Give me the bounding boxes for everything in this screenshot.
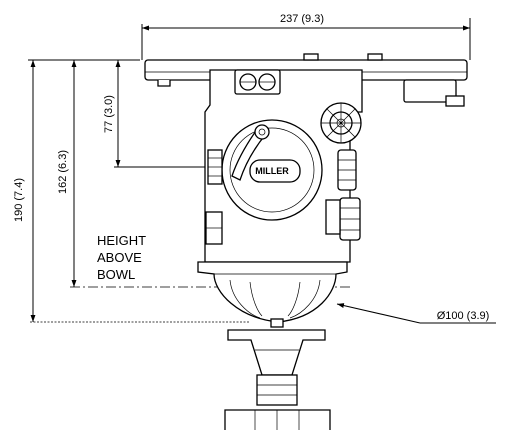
miller-logo-badge	[249, 159, 301, 183]
height-above-bowl-note: HEIGHT ABOVE BOWL	[97, 233, 146, 282]
fluid-head: MILLER	[144, 53, 468, 430]
note-line-3: BOWL	[97, 267, 135, 282]
overall-height-label: 190 (7.4)	[13, 178, 25, 222]
miller-logo: MILLER	[255, 166, 289, 176]
tilt-lock-lever	[231, 127, 267, 181]
bowl-diameter-label: Ø100 (3.9)	[437, 310, 490, 322]
bowl-height-dimension: 162 (6.3)	[57, 60, 350, 288]
note-line-2: ABOVE	[97, 250, 142, 265]
width-dimension: 237 (9.3)	[141, 13, 471, 60]
width-dimension-label: 237 (9.3)	[280, 13, 324, 25]
axis-height-label: 77 (3.0)	[103, 95, 115, 133]
bowl-height-label: 162 (6.3)	[57, 150, 69, 194]
bowl	[197, 261, 348, 323]
bowl-diameter-dimension: Ø100 (3.9)	[336, 303, 496, 324]
note-line-1: HEIGHT	[97, 233, 146, 248]
overall-height-dimension: 190 (7.4)	[13, 59, 250, 323]
axis-height-dimension: 77 (3.0)	[103, 60, 205, 168]
bowl-clamp-collar	[227, 329, 326, 376]
